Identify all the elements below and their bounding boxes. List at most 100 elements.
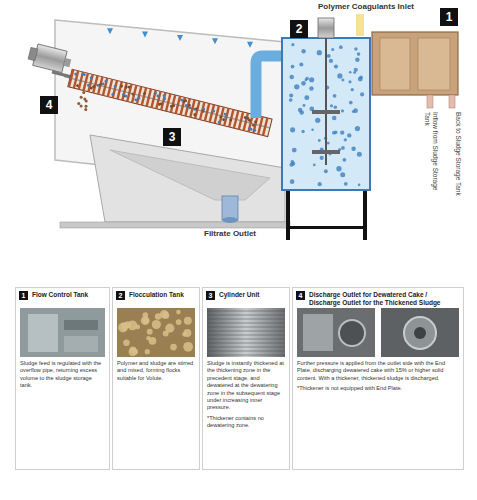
panel-photo bbox=[207, 347, 285, 348]
floc-bubble bbox=[358, 183, 361, 186]
panel-photo bbox=[297, 308, 459, 357]
floc-bubble bbox=[351, 147, 356, 152]
coagulant-inlet bbox=[356, 14, 364, 36]
screw-cylinder bbox=[159, 102, 162, 105]
panel-photo bbox=[207, 331, 285, 332]
panel-photo bbox=[152, 320, 161, 329]
screw-cylinder bbox=[113, 85, 116, 88]
panel-photo bbox=[207, 308, 285, 357]
screw-cylinder bbox=[243, 116, 246, 119]
part-label: Polymer Coagulants Inlet bbox=[318, 2, 414, 11]
floc-bubble bbox=[289, 75, 294, 80]
stirrer bbox=[318, 18, 334, 38]
floc-bubble bbox=[349, 101, 353, 105]
screw-cylinder bbox=[180, 98, 183, 101]
panel-photo bbox=[149, 337, 157, 345]
screw-cylinder bbox=[188, 104, 191, 107]
floc-bubble bbox=[340, 172, 345, 177]
drive-motor bbox=[28, 47, 38, 60]
floc-bubble bbox=[298, 108, 302, 112]
panel-photo bbox=[207, 351, 285, 352]
dewatered-cake bbox=[80, 105, 83, 108]
screw-cylinder bbox=[223, 113, 226, 116]
callout-number: 3 bbox=[163, 128, 181, 146]
floc-bubble bbox=[340, 131, 344, 135]
floc-bubble bbox=[341, 109, 344, 112]
floc-bubble bbox=[355, 57, 359, 61]
floc-bubble bbox=[291, 65, 295, 69]
panel-photo bbox=[297, 308, 375, 357]
screw-cylinder bbox=[64, 77, 270, 128]
panel-photo bbox=[125, 321, 132, 328]
floc-bubble bbox=[348, 80, 351, 83]
screw-cylinder bbox=[111, 93, 114, 96]
floc-bubble bbox=[343, 158, 347, 162]
floc-bubble bbox=[339, 45, 343, 49]
panel-photo bbox=[145, 349, 150, 354]
floc-bubble bbox=[305, 77, 309, 81]
panel-photo bbox=[207, 343, 285, 344]
floc-bubble bbox=[289, 93, 293, 97]
info-panel: Discharge Outlet for Dewatered Cake / Di… bbox=[292, 287, 464, 470]
panel-photo bbox=[64, 336, 98, 352]
screw-cylinder bbox=[253, 129, 256, 132]
panel-heading: Flow Control Tank bbox=[20, 291, 105, 308]
panel-photo bbox=[207, 315, 285, 316]
flow-control-tank bbox=[380, 38, 410, 90]
floc-bubble bbox=[304, 95, 309, 100]
panel-photo bbox=[207, 339, 285, 340]
filtrate-trough bbox=[60, 222, 290, 228]
floc-bubble bbox=[353, 71, 356, 74]
spray-nozzle bbox=[142, 32, 148, 38]
floc-bubble bbox=[344, 182, 348, 186]
screw-cylinder bbox=[83, 73, 86, 76]
panel-photo bbox=[207, 319, 285, 320]
screw-cylinder bbox=[62, 68, 272, 137]
filtrate-trough bbox=[110, 150, 270, 200]
panel-photo bbox=[184, 317, 192, 325]
spray-nozzle bbox=[212, 38, 218, 44]
floc-bubble bbox=[331, 48, 334, 51]
screw-cylinder bbox=[104, 80, 107, 83]
filtrate-trough bbox=[60, 135, 290, 228]
stirrer bbox=[312, 110, 340, 114]
panel-body: Sludge is instantly thickened at the thi… bbox=[207, 360, 285, 412]
panel-photo bbox=[207, 311, 285, 312]
floc-bubble bbox=[330, 104, 333, 107]
dewatered-cake bbox=[77, 91, 87, 111]
floc-bubble bbox=[294, 84, 299, 89]
panel-heading: Cylinder Unit bbox=[207, 291, 285, 308]
floc-bubble bbox=[360, 92, 364, 96]
floc-bubble bbox=[349, 71, 352, 74]
floc-bubble bbox=[299, 62, 303, 66]
panel-note: *Thickener is not equipped with End Plat… bbox=[297, 385, 459, 392]
panel-photo bbox=[176, 310, 181, 315]
screw-cylinder bbox=[134, 98, 137, 101]
panel-photo bbox=[117, 308, 195, 357]
panel-body: Polymer and sludge are stirred and mixed… bbox=[117, 360, 195, 382]
floc-bubble bbox=[354, 47, 358, 51]
floc-bubble bbox=[301, 130, 304, 133]
screw-cylinder bbox=[184, 99, 187, 102]
floc-bubble bbox=[359, 75, 363, 79]
panel-photo bbox=[141, 316, 150, 325]
screw-cylinder bbox=[101, 82, 104, 85]
stirrer bbox=[325, 38, 327, 165]
panel-photo bbox=[183, 329, 191, 337]
dewatered-cake bbox=[80, 96, 83, 99]
panel-photo bbox=[183, 342, 193, 352]
panel-photo bbox=[176, 319, 182, 325]
panel-photo bbox=[170, 344, 177, 351]
floc-bubble bbox=[336, 166, 341, 171]
flow-label: Inflow from Sludge Storage Tank bbox=[423, 112, 439, 197]
tank-stand bbox=[286, 190, 290, 240]
drive-motor bbox=[27, 43, 73, 77]
panel-photo bbox=[404, 317, 436, 349]
floc-bubble bbox=[309, 77, 314, 82]
dewatered-cake bbox=[85, 100, 88, 103]
sludge-pipe bbox=[427, 95, 455, 108]
sludge-pipe bbox=[449, 95, 455, 108]
dewatered-cake bbox=[77, 102, 80, 105]
screw-cylinder bbox=[154, 92, 157, 95]
coagulant-inlet bbox=[356, 14, 364, 36]
